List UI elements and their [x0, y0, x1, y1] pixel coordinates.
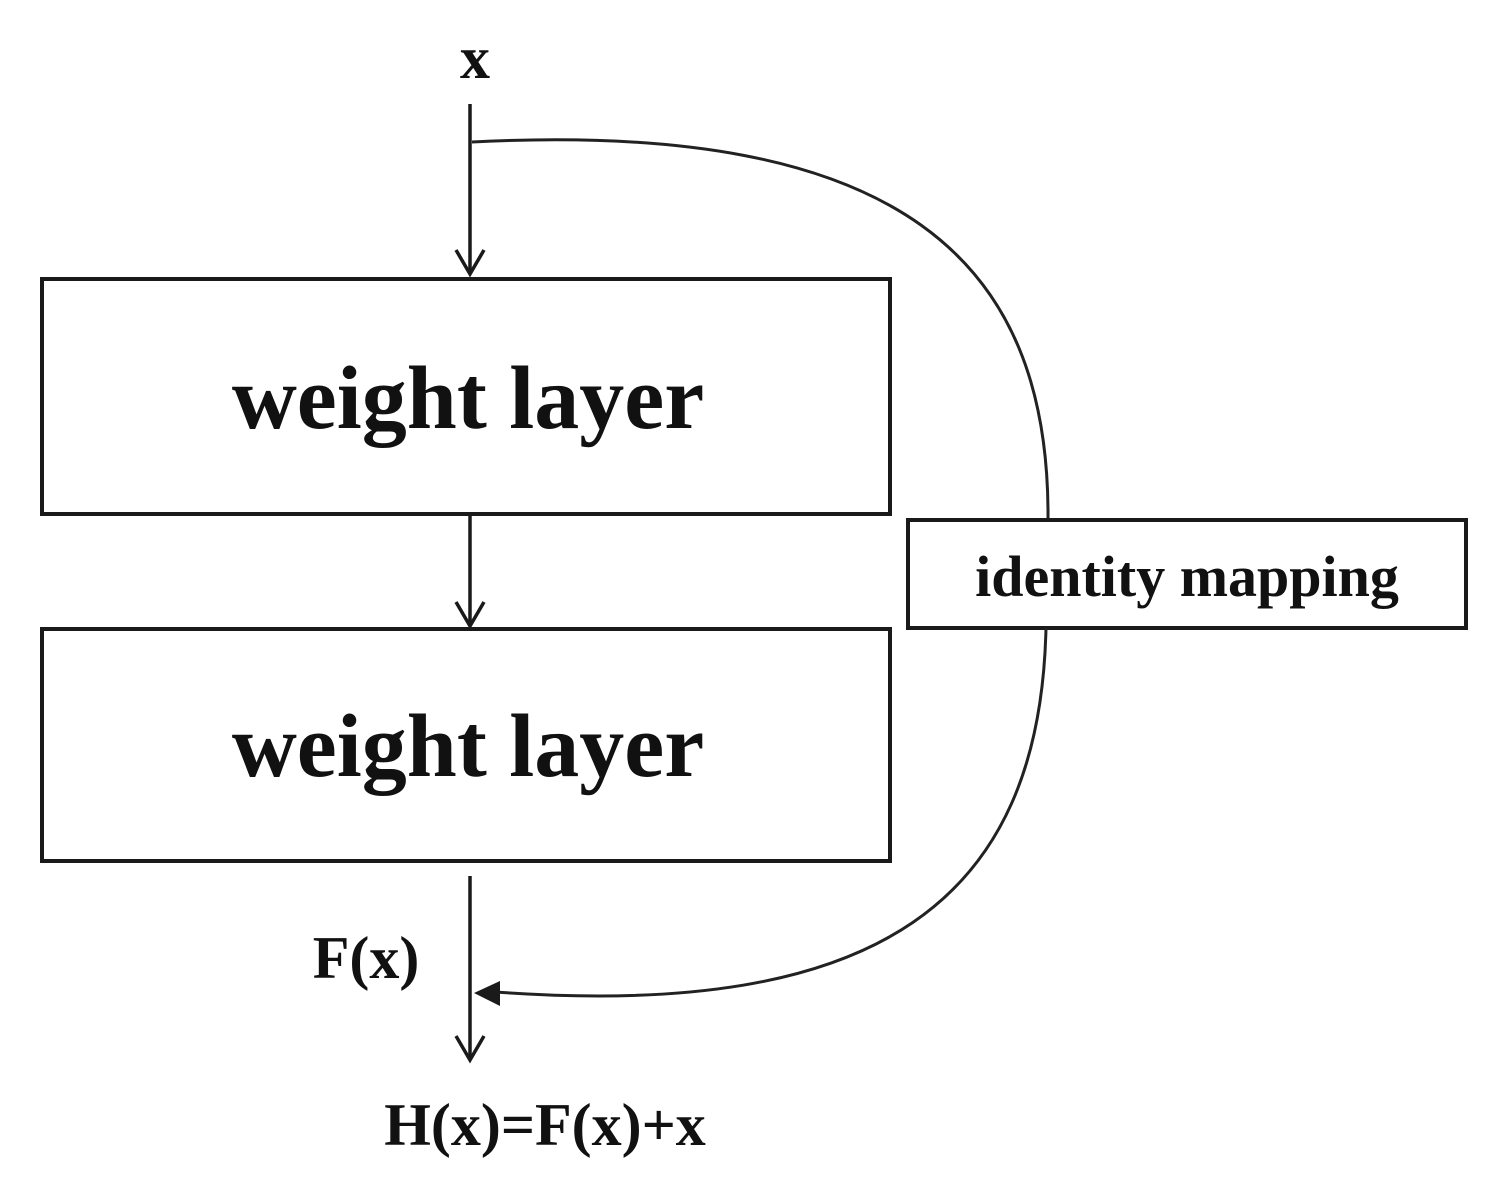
- weight-layer-2-box: [40, 627, 892, 863]
- shortcut-curve-bottom: [495, 627, 1048, 998]
- weight-layer-1-label: weight layer: [232, 349, 704, 448]
- identity-mapping-label: identity mapping: [975, 544, 1399, 609]
- weight-layer-1-box: [40, 277, 892, 516]
- output-label: H(x)=F(x)+x: [384, 1092, 706, 1158]
- shortcut-arrow-head: [474, 981, 500, 1006]
- input-label: x: [460, 25, 490, 91]
- output-arrow-head: [454, 1035, 486, 1064]
- weight-layer-2-label: weight layer: [232, 697, 704, 796]
- shortcut-curve-top: [471, 138, 1050, 521]
- input-arrow-head: [454, 249, 486, 278]
- identity-mapping-box: [906, 518, 1468, 630]
- middle-arrow-head: [454, 601, 486, 630]
- residual-label: F(x): [313, 925, 420, 991]
